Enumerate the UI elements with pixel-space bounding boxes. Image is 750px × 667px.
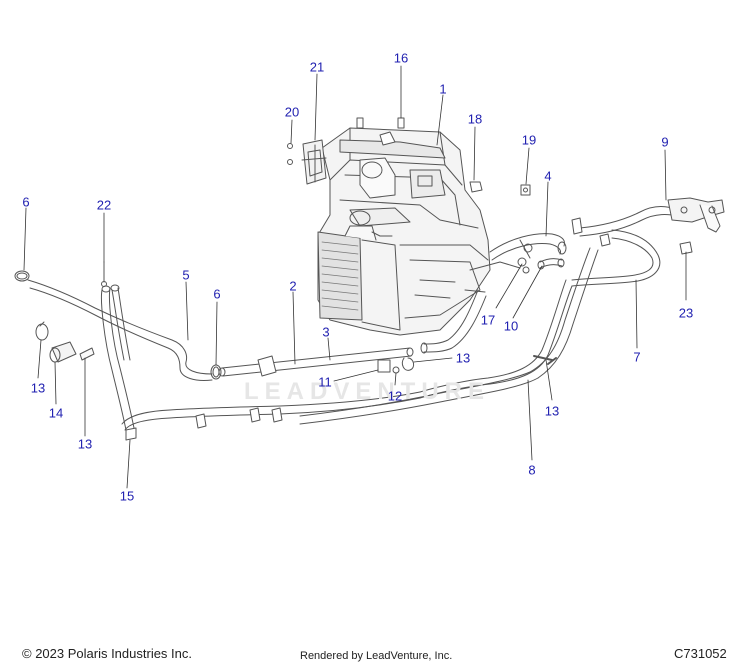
callout-10: 10 (503, 318, 519, 334)
callout-5: 5 (182, 267, 190, 283)
clamp-13-middle (401, 357, 415, 371)
callout-13-lower: 13 (77, 436, 93, 452)
callout-20: 20 (284, 104, 300, 120)
watermark: LEADVENTURE (244, 378, 491, 405)
nut-12 (392, 366, 400, 374)
callout-13-left: 13 (30, 380, 46, 396)
callout-17: 17 (480, 312, 496, 328)
callout-13-middle: 13 (455, 350, 471, 366)
hose-box-lower (420, 289, 487, 354)
callout-22: 22 (96, 197, 112, 213)
callout-1: 1 (439, 81, 447, 97)
hose-5 (27, 279, 213, 381)
hose-10 (537, 258, 565, 270)
connector-14 (49, 341, 77, 363)
leader-lines (23, 65, 687, 489)
clamps-17 (517, 243, 533, 274)
bracket-11 (377, 359, 391, 373)
copyright-text: © 2023 Polaris Industries Inc. (22, 646, 192, 661)
callout-13-right: 13 (544, 403, 560, 419)
bleed-screw-22 (101, 261, 107, 287)
rendered-by-text: Rendered by LeadVenture, Inc. (300, 650, 453, 662)
left-pipe-assembly (101, 284, 137, 441)
callout-7: 7 (633, 349, 641, 365)
callout-2: 2 (289, 278, 297, 294)
hose-piece-13-left (79, 347, 95, 361)
clamp-upper-tube (571, 217, 611, 247)
callout-12: 12 (387, 388, 403, 404)
callout-6-middle: 6 (213, 286, 221, 302)
clamp-6-middle (210, 364, 222, 380)
clamp-6-left (14, 270, 30, 282)
callout-19: 19 (521, 132, 537, 148)
callout-11: 11 (318, 374, 332, 390)
callout-6-left: 6 (22, 194, 30, 210)
pipe-2-3 (218, 347, 414, 377)
callout-16: 16 (393, 50, 409, 66)
callout-9: 9 (661, 134, 669, 150)
tube-7 (571, 206, 679, 287)
callout-18: 18 (467, 111, 483, 127)
callout-15: 15 (119, 488, 135, 504)
fitting-9 (667, 197, 725, 233)
tube-clamps-bottom (195, 407, 283, 429)
clip-23 (679, 241, 693, 255)
screws-20 (287, 143, 293, 165)
callout-3: 3 (322, 324, 330, 340)
callout-23: 23 (678, 305, 694, 321)
callout-4: 4 (544, 168, 552, 184)
callout-14: 14 (48, 405, 64, 421)
diagram-code: C731052 (674, 646, 727, 661)
tube-8 (121, 247, 599, 431)
callout-21: 21 (309, 59, 325, 75)
clamp-13-left (35, 321, 49, 341)
hose-4 (489, 233, 567, 261)
duct-adapter (301, 139, 327, 185)
nut-18 (469, 181, 483, 193)
callout-8: 8 (528, 462, 536, 478)
heater-box-assembly (317, 117, 521, 336)
nut-19 (520, 184, 531, 196)
